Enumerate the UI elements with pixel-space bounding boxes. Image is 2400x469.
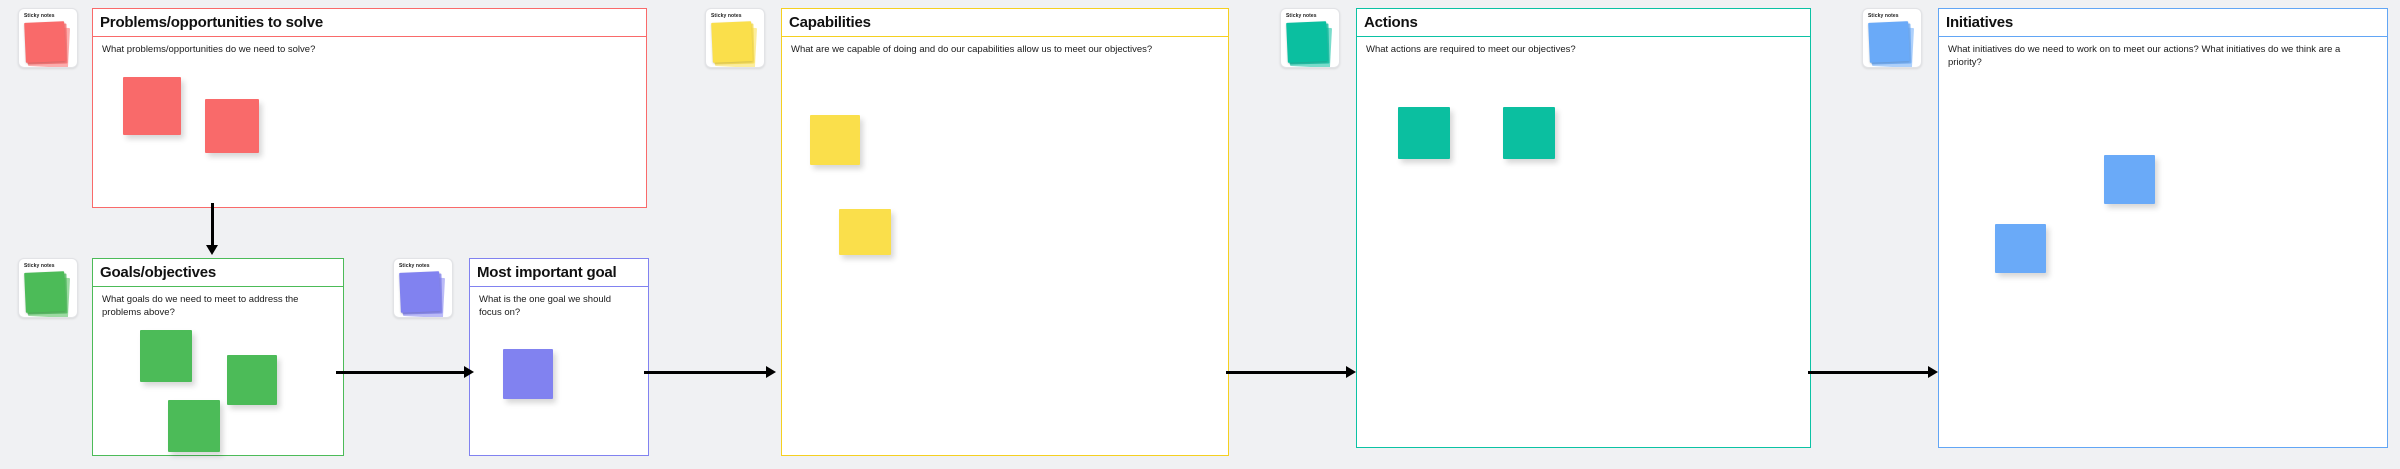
sticky-note[interactable] [140,330,192,382]
frame-prompt-goals: What goals do we need to meet to address… [102,294,299,318]
sticky-note-palette-goals[interactable]: Sticky notes [18,258,78,318]
frame-title-bar-capabilities: Capabilities [782,9,1228,37]
palette-label: Sticky notes [399,263,430,269]
sticky-note[interactable] [1995,224,2046,273]
sticky-note-layer-3 [24,271,66,313]
frame-title-bar-problems: Problems/opportunities to solve [93,9,646,37]
frame-title-capabilities: Capabilities [789,14,871,31]
frame-body-actions[interactable]: What actions are required to meet our ob… [1357,37,1810,447]
sticky-note-layer-3 [1868,21,1910,63]
frame-prompt-capabilities: What are we capable of doing and do our … [791,44,1153,55]
sticky-note[interactable] [839,209,891,255]
frame-body-problems[interactable]: What problems/opportunities do we need t… [93,37,646,207]
sticky-note-stack-icon [711,21,758,67]
arrow-shaft [336,371,465,374]
arrow-most-important-to-capabilities [644,366,776,378]
palette-label: Sticky notes [24,13,55,19]
arrow-head-icon [464,366,474,378]
frame-prompt-most-important-goal: What is the one goal we should focus on? [479,294,612,318]
frame-body-goals[interactable]: What goals do we need to meet to address… [93,287,343,455]
frame-title-goals: Goals/objectives [100,264,217,281]
arrow-head-icon [206,245,218,255]
arrow-shaft [644,371,767,374]
arrow-shaft [1808,371,1929,374]
sticky-note-palette-capabilities[interactable]: Sticky notes [705,8,765,68]
arrow-head-icon [1346,366,1356,378]
sticky-note-layer-3 [1286,21,1328,63]
sticky-note-layer-3 [24,21,66,63]
arrow-capabilities-to-actions [1226,366,1356,378]
palette-label: Sticky notes [1868,13,1899,19]
sticky-note-palette-initiatives[interactable]: Sticky notes [1862,8,1922,68]
arrow-head-icon [1928,366,1938,378]
frame-body-initiatives[interactable]: What initiatives do we need to work on t… [1939,37,2387,447]
arrow-shaft [1226,371,1347,374]
sticky-note-palette-problems[interactable]: Sticky notes [18,8,78,68]
frame-title-problems: Problems/opportunities to solve [100,14,323,31]
frame-title-bar-most-important-goal: Most important goal [470,259,648,287]
palette-label: Sticky notes [1286,13,1317,19]
arrow-problems-to-goals [206,203,218,255]
sticky-note-palette-most-important-goal[interactable]: Sticky notes [393,258,453,318]
sticky-note-stack-icon [24,21,71,67]
sticky-note-stack-icon [399,271,446,317]
arrow-goals-to-most-important [336,366,474,378]
sticky-note[interactable] [810,115,860,165]
frame-title-bar-actions: Actions [1357,9,1810,37]
frame-title-most-important-goal: Most important goal [477,264,617,281]
sticky-note-stack-icon [1868,21,1915,67]
sticky-note[interactable] [1398,107,1450,159]
frame-title-bar-initiatives: Initiatives [1939,9,2387,37]
frame-body-most-important-goal[interactable]: What is the one goal we should focus on? [470,287,648,455]
sticky-note-stack-icon [24,271,71,317]
palette-label: Sticky notes [711,13,742,19]
frame-title-actions: Actions [1364,14,1418,31]
sticky-note[interactable] [168,400,220,452]
sticky-note[interactable] [205,99,259,153]
frame-title-initiatives: Initiatives [1946,14,2013,31]
sticky-note-palette-actions[interactable]: Sticky notes [1280,8,1340,68]
sticky-note-layer-3 [399,271,441,313]
sticky-note-layer-3 [711,21,753,63]
arrow-shaft [211,203,214,246]
arrow-actions-to-initiatives [1808,366,1938,378]
frame-title-bar-goals: Goals/objectives [93,259,343,287]
frame-prompt-initiatives: What initiatives do we need to work on t… [1948,44,2341,68]
palette-label: Sticky notes [24,263,55,269]
sticky-note[interactable] [123,77,181,135]
sticky-note[interactable] [2104,155,2155,204]
sticky-note[interactable] [1503,107,1555,159]
frame-prompt-actions: What actions are required to meet our ob… [1366,44,1576,55]
arrow-head-icon [766,366,776,378]
sticky-note[interactable] [227,355,277,405]
sticky-note[interactable] [503,349,553,399]
frame-prompt-problems: What problems/opportunities do we need t… [102,44,316,55]
sticky-note-stack-icon [1286,21,1333,67]
frame-body-capabilities[interactable]: What are we capable of doing and do our … [782,37,1228,455]
